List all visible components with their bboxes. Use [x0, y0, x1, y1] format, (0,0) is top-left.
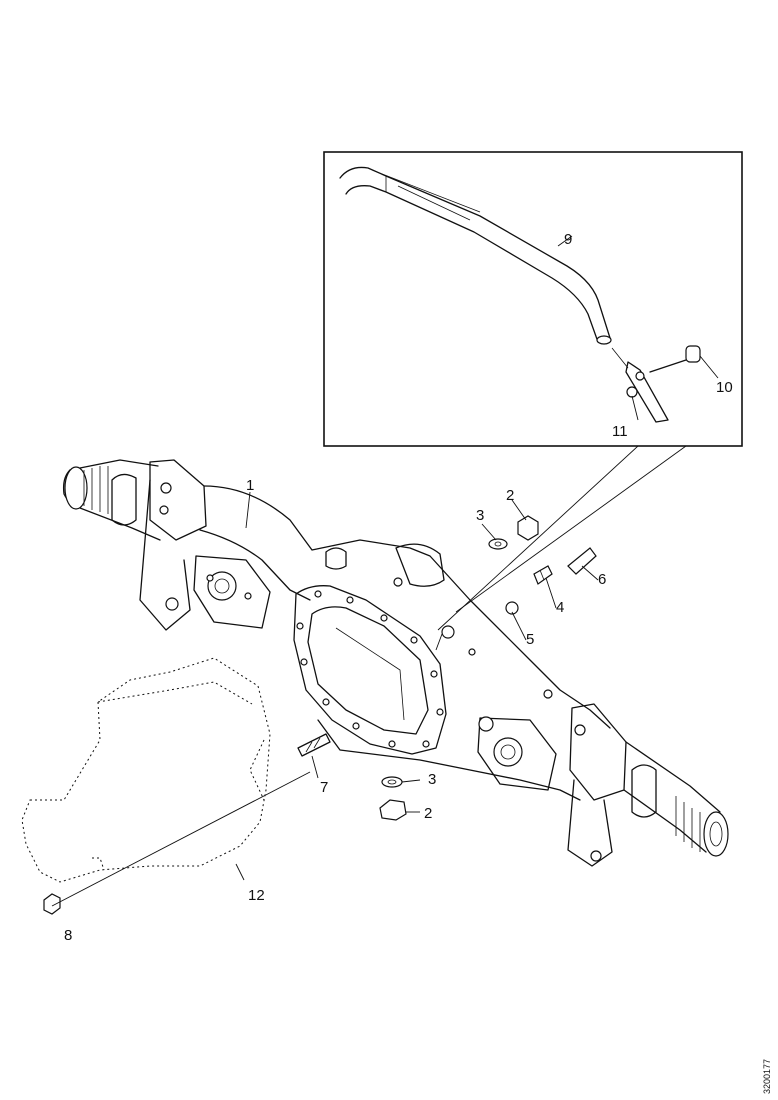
callout-8: 8 [64, 927, 72, 944]
callout-3-lower: 3 [428, 771, 436, 788]
reference-code: 3200177 [762, 1059, 772, 1094]
callout-7: 7 [320, 779, 328, 796]
callout-9: 9 [564, 231, 572, 248]
clip-6 [567, 547, 597, 575]
washer-3-lower [381, 776, 403, 788]
callout-2-upper: 2 [506, 487, 514, 504]
callout-1: 1 [246, 477, 254, 494]
differential-carrier [21, 657, 271, 883]
callout-12: 12 [248, 887, 265, 904]
breather-bracket [611, 345, 701, 423]
nut-8 [43, 893, 61, 915]
washer-3-upper [488, 538, 508, 550]
callout-4: 4 [556, 599, 564, 616]
nut-2-upper [517, 515, 539, 541]
nut-2-lower [379, 799, 407, 821]
flange-bolts [296, 590, 444, 748]
callout-10: 10 [716, 379, 733, 396]
axle-housing [62, 459, 729, 867]
callout-11: 11 [612, 423, 628, 440]
callout-6: 6 [598, 571, 606, 588]
callout-2-lower: 2 [424, 805, 432, 822]
callout-5: 5 [526, 631, 534, 648]
fitting-4 [533, 565, 553, 585]
callout-3-upper: 3 [476, 507, 484, 524]
detail-inset [323, 151, 743, 447]
nut-5 [505, 601, 519, 615]
stud-7 [297, 733, 331, 757]
breather-hose [339, 166, 612, 345]
